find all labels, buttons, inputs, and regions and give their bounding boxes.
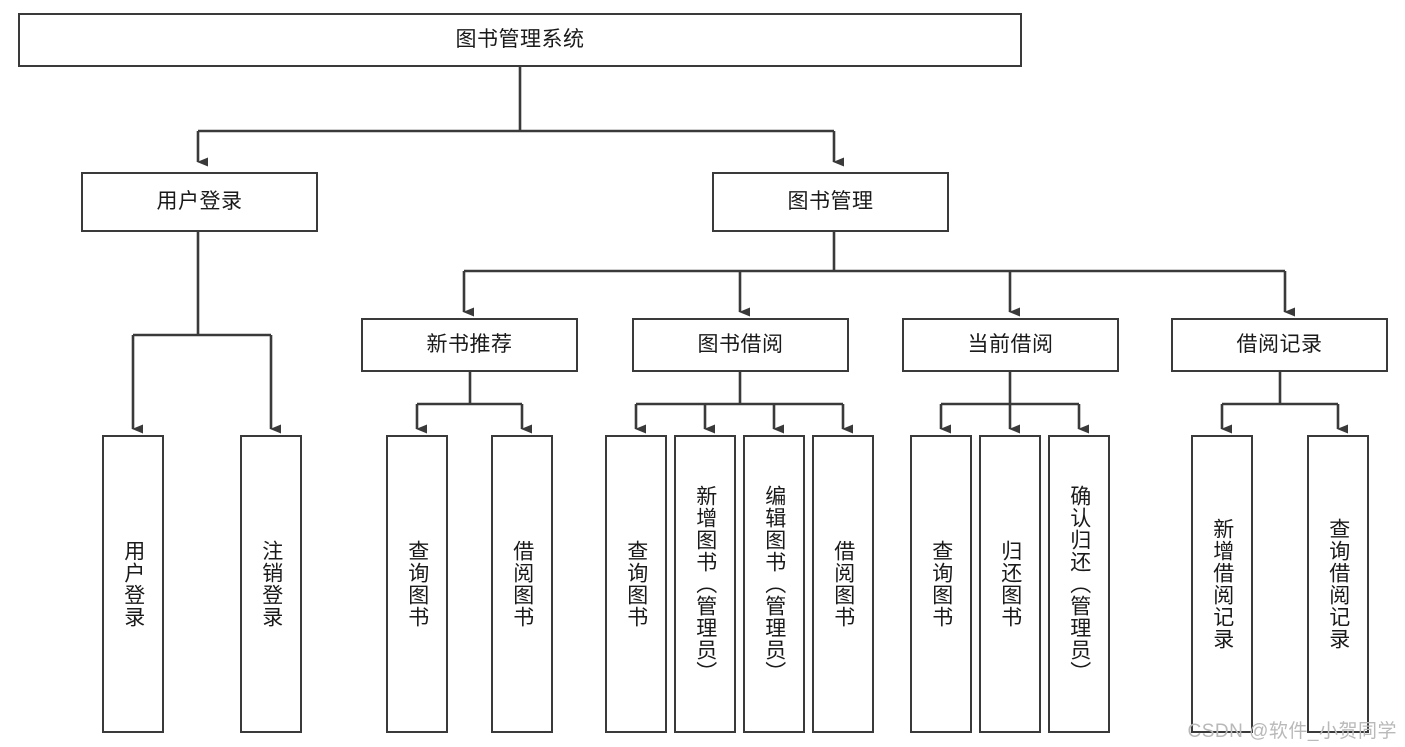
node-label: 归还图书 [998,540,1022,628]
leaf-logout-login[interactable]: 注销登录 [240,435,302,733]
leaf-return-book[interactable]: 归还图书 [979,435,1041,733]
node-label: 新增图书（管理员） [693,485,717,683]
leaf-query-book-current[interactable]: 查询图书 [910,435,972,733]
leaf-borrow-book-new-rec[interactable]: 借阅图书 [491,435,553,733]
node-label: 查询图书 [929,540,953,628]
node-label: 当前借阅 [967,332,1054,356]
node-label: 图书借阅 [697,332,784,356]
leaf-confirm-return-admin[interactable]: 确认归还（管理员） [1048,435,1110,733]
node-label: 借阅图书 [510,540,534,628]
leaf-query-book-borrow[interactable]: 查询图书 [605,435,667,733]
node-label: 借阅图书 [831,540,855,628]
node-current-borrowing[interactable]: 当前借阅 [902,318,1119,372]
node-label: 借阅记录 [1236,332,1323,356]
node-label: 用户登录 [156,189,243,213]
leaf-add-book-admin[interactable]: 新增图书（管理员） [674,435,736,733]
node-label: 新增借阅记录 [1210,518,1234,650]
node-root-book-management-system[interactable]: 图书管理系统 [18,13,1022,67]
node-label: 图书管理 [787,189,874,213]
node-user-login[interactable]: 用户登录 [81,172,318,232]
node-label: 注销登录 [259,540,283,628]
leaf-borrow-book[interactable]: 借阅图书 [812,435,874,733]
node-label: 用户登录 [121,540,145,628]
leaf-query-book-new-rec[interactable]: 查询图书 [386,435,448,733]
node-label: 查询图书 [405,540,429,628]
node-label: 编辑图书（管理员） [762,485,786,683]
node-book-management[interactable]: 图书管理 [712,172,949,232]
node-label: 查询借阅记录 [1326,518,1350,650]
leaf-add-borrow-record[interactable]: 新增借阅记录 [1191,435,1253,733]
node-label: 图书管理系统 [455,27,585,51]
node-new-book-recommendation[interactable]: 新书推荐 [361,318,578,372]
node-book-borrowing[interactable]: 图书借阅 [632,318,849,372]
node-borrowing-record[interactable]: 借阅记录 [1171,318,1388,372]
leaf-query-borrow-record[interactable]: 查询借阅记录 [1307,435,1369,733]
node-label: 新书推荐 [426,332,513,356]
leaf-edit-book-admin[interactable]: 编辑图书（管理员） [743,435,805,733]
node-label: 查询图书 [624,540,648,628]
leaf-user-login[interactable]: 用户登录 [102,435,164,733]
node-label: 确认归还（管理员） [1067,485,1091,683]
